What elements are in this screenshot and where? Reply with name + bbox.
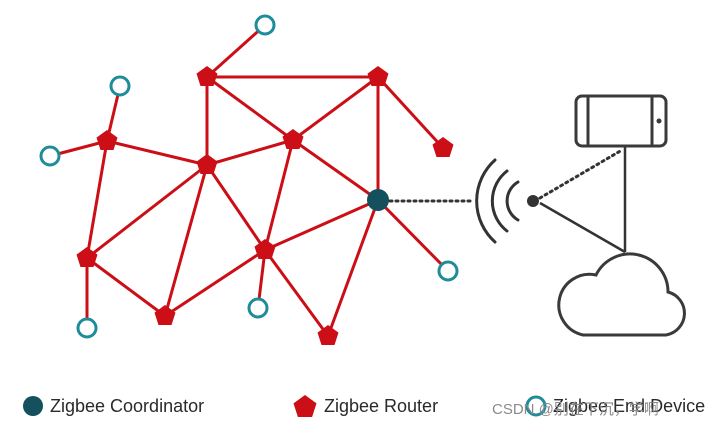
coordinator-node-icon bbox=[367, 189, 389, 211]
cloud-icon bbox=[557, 252, 686, 337]
router-node-icon bbox=[282, 129, 304, 149]
end-device-node-icon bbox=[39, 145, 61, 167]
legend: Zigbee Coordinator Zigbee Router Zigbee … bbox=[23, 395, 705, 417]
router-node-icon bbox=[154, 305, 176, 325]
legend-end-device-label: Zigbee End Device bbox=[553, 396, 705, 416]
legend-router-icon bbox=[293, 395, 317, 417]
end-device-node-icon bbox=[76, 317, 98, 339]
legend-router-label: Zigbee Router bbox=[324, 396, 438, 416]
end-device-node-icon bbox=[437, 260, 459, 282]
router-node-icon bbox=[254, 239, 276, 259]
router-node-icon bbox=[196, 66, 218, 86]
router-nodes bbox=[76, 66, 454, 345]
legend-coordinator-label: Zigbee Coordinator bbox=[50, 396, 204, 416]
end-device-node-icon bbox=[247, 297, 269, 319]
router-node-icon bbox=[317, 325, 339, 345]
router-node-icon bbox=[432, 137, 454, 157]
router-node-icon bbox=[96, 130, 118, 150]
legend-coordinator-icon bbox=[23, 396, 43, 416]
router-node-icon bbox=[76, 247, 98, 267]
smartphone-icon bbox=[574, 94, 668, 148]
end-device-node-icon bbox=[109, 75, 131, 97]
watermark: CSDN @别在下沉，学啊 bbox=[492, 401, 659, 418]
legend-end-device-icon bbox=[525, 395, 547, 417]
antenna-phone-link bbox=[538, 148, 624, 200]
antenna-cloud-link bbox=[539, 201, 626, 254]
router-node-icon bbox=[367, 66, 389, 86]
end-device-nodes bbox=[39, 14, 459, 339]
wireless-signal-icon bbox=[475, 158, 539, 244]
end-device-node-icon bbox=[254, 14, 276, 36]
router-node-icon bbox=[196, 154, 218, 174]
mesh-links bbox=[48, 23, 450, 338]
